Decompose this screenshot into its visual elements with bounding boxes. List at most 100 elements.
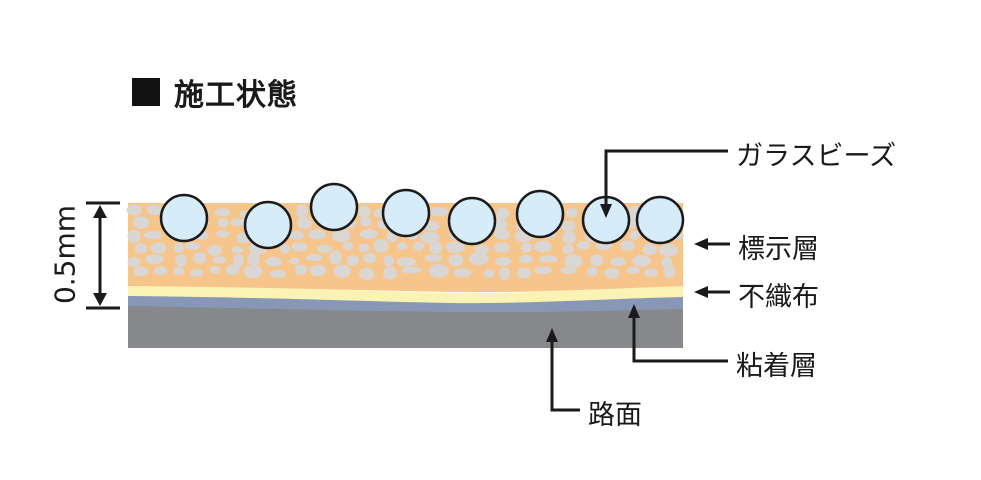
aggregate-grain bbox=[359, 217, 372, 227]
aggregate-grain bbox=[428, 263, 449, 278]
diagram-title: 施工状態 bbox=[174, 78, 298, 113]
aggregate-grain bbox=[316, 244, 333, 253]
aggregate-grain bbox=[209, 265, 221, 275]
glass-bead bbox=[515, 189, 565, 239]
aggregate-grain bbox=[363, 252, 376, 264]
aggregate-grain bbox=[562, 244, 574, 255]
aggregate-grain bbox=[214, 208, 231, 217]
dimension-label: 0.5mm bbox=[48, 204, 82, 305]
aggregate-grain bbox=[520, 242, 532, 253]
leader-adhesive-layer bbox=[628, 304, 728, 363]
aggregate-grain bbox=[445, 241, 465, 254]
aggregate-grain bbox=[534, 266, 552, 275]
aggregate-grain bbox=[150, 242, 167, 254]
aggregate-grain bbox=[644, 268, 659, 277]
arrow-marking-layer bbox=[694, 238, 730, 250]
aggregate-grain bbox=[626, 266, 640, 274]
aggregate-grain bbox=[424, 254, 442, 262]
aggregate-grain bbox=[396, 257, 417, 267]
aggregate-grain bbox=[610, 257, 626, 266]
aggregate-grain bbox=[576, 241, 591, 250]
glass-bead bbox=[635, 195, 685, 245]
aggregate-grain bbox=[516, 267, 532, 279]
aggregate-grain bbox=[127, 229, 141, 244]
glass-bead bbox=[243, 200, 293, 250]
aggregate-grain bbox=[564, 254, 583, 269]
aggregate-grain bbox=[533, 240, 552, 253]
aggregate-grain bbox=[133, 266, 149, 277]
glass-beads bbox=[159, 182, 685, 250]
aggregate-grain bbox=[146, 204, 162, 216]
label-nonwoven: 不織布 bbox=[738, 282, 819, 313]
aggregate-grain bbox=[469, 252, 489, 266]
aggregate-grain bbox=[231, 246, 244, 254]
leader-road-surface bbox=[546, 328, 580, 412]
aggregate-grain bbox=[243, 264, 263, 279]
aggregate-grain bbox=[358, 243, 370, 253]
aggregate-grain bbox=[308, 229, 326, 240]
aggregate-grain bbox=[288, 230, 304, 240]
aggregate-grain bbox=[126, 204, 142, 216]
aggregate-grain bbox=[217, 218, 229, 228]
aggregate-grain bbox=[632, 254, 651, 267]
aggregate-grain bbox=[586, 267, 598, 277]
aggregate-grain bbox=[448, 254, 464, 267]
aggregate-grain bbox=[297, 217, 312, 230]
aggregate-grain bbox=[153, 266, 168, 276]
aggregate-grain bbox=[658, 243, 679, 257]
aggregate-grain bbox=[173, 242, 184, 253]
aggregate-grain bbox=[346, 255, 359, 267]
dimension-indicator bbox=[86, 201, 120, 310]
label-adhesive-layer: 粘着層 bbox=[736, 351, 817, 382]
aggregate-grain bbox=[620, 240, 635, 252]
aggregate-grain bbox=[127, 257, 141, 267]
aggregate-grain bbox=[294, 264, 308, 275]
aggregate-grain bbox=[604, 268, 620, 279]
aggregate-grain bbox=[184, 242, 201, 250]
aggregate-grain bbox=[134, 243, 148, 254]
label-marking-layer: 標示層 bbox=[738, 234, 819, 265]
aggregate-grain bbox=[499, 267, 511, 280]
aggregate-grain bbox=[175, 254, 188, 267]
aggregate-grain bbox=[288, 257, 301, 265]
glass-bead bbox=[309, 182, 359, 232]
aggregate-grain bbox=[565, 208, 579, 218]
aggregate-grain bbox=[331, 228, 351, 243]
aggregate-grain bbox=[373, 239, 389, 253]
aggregate-grain bbox=[342, 241, 354, 251]
aggregate-grain bbox=[333, 264, 351, 278]
aggregate-grain bbox=[663, 264, 676, 279]
aggregate-grain bbox=[420, 231, 440, 244]
nonwoven-layer bbox=[128, 285, 683, 304]
label-glass-beads: ガラスビーズ bbox=[736, 141, 897, 172]
aggregate-grain bbox=[562, 230, 577, 244]
aggregate-grain bbox=[358, 205, 371, 219]
aggregate-grain bbox=[247, 251, 260, 266]
aggregate-grain bbox=[173, 266, 185, 275]
aggregate-grain bbox=[629, 230, 640, 240]
title-bullet-icon bbox=[132, 78, 160, 106]
arrow-nonwoven bbox=[694, 286, 730, 298]
aggregate-grain bbox=[230, 218, 249, 227]
aggregate-grain bbox=[496, 207, 510, 220]
aggregate-grain bbox=[207, 244, 222, 257]
leader-glass-beads bbox=[600, 149, 728, 218]
aggregate-grain bbox=[429, 241, 443, 255]
aggregate-grain bbox=[590, 254, 604, 267]
aggregate-grain bbox=[412, 241, 425, 251]
aggregate-grain bbox=[561, 220, 577, 231]
aggregate-grain bbox=[518, 254, 533, 264]
aggregate-grain bbox=[309, 264, 327, 277]
glass-bead bbox=[159, 193, 209, 243]
aggregate-grain bbox=[359, 229, 378, 239]
aggregate-grain bbox=[296, 204, 308, 219]
aggregate-grain bbox=[215, 230, 230, 238]
aggregate-grain bbox=[538, 255, 558, 263]
aggregate-grain bbox=[494, 257, 512, 266]
aggregate-grain bbox=[429, 207, 449, 217]
aggregate-grain bbox=[269, 270, 287, 278]
aggregate-grain bbox=[494, 228, 510, 240]
aggregate-grain bbox=[493, 242, 510, 253]
aggregate-grain bbox=[193, 252, 207, 264]
glass-bead bbox=[381, 188, 431, 238]
